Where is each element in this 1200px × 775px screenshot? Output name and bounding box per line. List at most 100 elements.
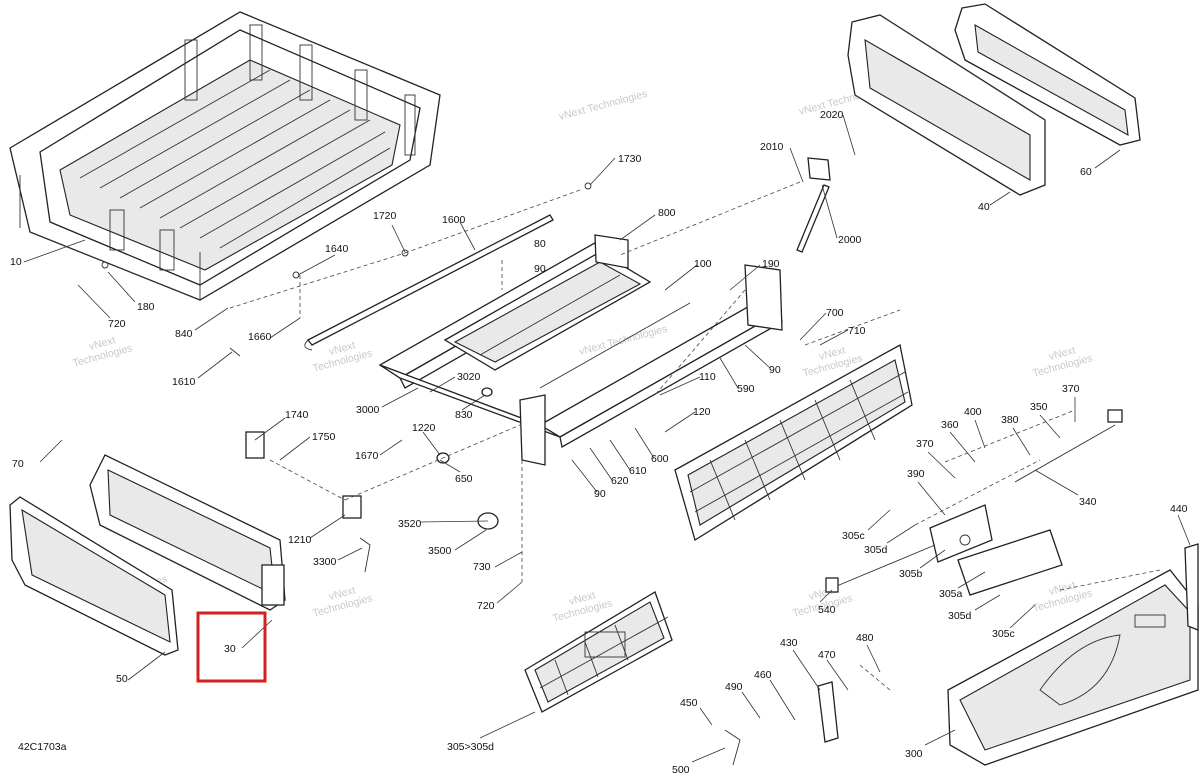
callout-440: 440 (1170, 503, 1188, 515)
callout-60: 60 (1080, 166, 1092, 178)
callout-305a: 305a (939, 588, 963, 600)
callout-1600: 1600 (442, 214, 466, 226)
callout-3520: 3520 (398, 518, 422, 530)
callout-190: 190 (762, 258, 780, 270)
watermark-text: vNext Technologies (558, 88, 649, 123)
callout-490: 490 (725, 681, 743, 693)
watermark-text: vNextTechnologies (548, 586, 613, 625)
callout-1670: 1670 (355, 450, 379, 462)
callout-3300: 3300 (313, 556, 337, 568)
callout-400: 400 (964, 406, 982, 418)
callout-90-b: 90 (769, 364, 781, 376)
callout-305d-a: 305d (864, 544, 888, 556)
callout-370-b: 370 (916, 438, 934, 450)
callout-1730: 1730 (618, 153, 642, 165)
part-2000-strut (796, 157, 831, 253)
part-1600-rod (304, 214, 554, 351)
callout-1740: 1740 (285, 409, 309, 421)
callout-370-a: 370 (1062, 383, 1080, 395)
callout-110: 110 (699, 371, 716, 383)
callout-1210: 1210 (288, 534, 312, 546)
part-300-tailgate-outer (947, 569, 1199, 766)
callout-1660: 1660 (248, 331, 272, 343)
callout-350: 350 (1030, 401, 1048, 413)
callout-830: 830 (455, 409, 473, 421)
callout-1610: 1610 (172, 376, 196, 388)
part-440-bracket (1184, 543, 1199, 631)
callout-620: 620 (611, 475, 629, 487)
callout-3020: 3020 (457, 371, 481, 383)
callout-720-b: 720 (477, 600, 495, 612)
highlight-box-30 (196, 611, 267, 683)
callout-3000: 3000 (356, 404, 380, 416)
callout-70: 70 (12, 458, 24, 470)
callout-300: 300 (905, 748, 923, 760)
callout-180: 180 (137, 301, 155, 313)
callouts: 10 180 720 840 1720 1600 1730 800 80 90 … (10, 109, 1188, 775)
part-10-cargo-box (9, 11, 441, 301)
part-40-side-panel (847, 14, 1046, 196)
callout-305d-b: 305d (948, 610, 972, 622)
callout-1220: 1220 (412, 422, 436, 434)
part-60-side-panel (954, 3, 1141, 146)
callout-800: 800 (658, 207, 676, 219)
callout-40: 40 (978, 201, 990, 213)
watermark-text: vNextTechnologies (308, 581, 373, 620)
callout-430: 430 (780, 637, 798, 649)
callout-500: 500 (672, 764, 690, 775)
small-parts (101, 182, 741, 766)
callout-340: 340 (1079, 496, 1097, 508)
callout-710: 710 (848, 325, 866, 337)
callout-390: 390 (907, 468, 925, 480)
callout-450: 450 (680, 697, 698, 709)
callout-1640: 1640 (325, 243, 349, 255)
callout-720: 720 (108, 318, 126, 330)
callout-470: 470 (818, 649, 836, 661)
callout-2000: 2000 (838, 234, 862, 246)
callout-305-305d: 305>305d (447, 741, 494, 753)
callout-2020: 2020 (820, 109, 844, 121)
part-800-frame (378, 234, 783, 466)
watermark-text: vNextTechnologies (1028, 576, 1093, 615)
callout-540: 540 (818, 604, 836, 616)
callout-460: 460 (754, 669, 772, 681)
callout-1720: 1720 (373, 210, 397, 222)
callout-610: 610 (629, 465, 647, 477)
part-50-side-panel (9, 496, 179, 656)
callout-100: 100 (694, 258, 712, 270)
callout-700: 700 (826, 307, 844, 319)
watermark-text: vNextTechnologies (1028, 341, 1093, 380)
part-30-side-panel (89, 454, 286, 611)
callout-480: 480 (856, 632, 874, 644)
diagram-id: 42C1703a (18, 741, 67, 753)
callout-360: 360 (941, 419, 959, 431)
callout-305b: 305b (899, 568, 923, 580)
callout-50: 50 (116, 673, 128, 685)
part-305-tailgate-panel (524, 591, 673, 713)
callout-590: 590 (737, 383, 755, 395)
part-305-latch-assembly (825, 409, 1123, 596)
callout-3500: 3500 (428, 545, 452, 557)
part-430-latch-arm (817, 681, 839, 743)
callout-90-c: 90 (594, 488, 606, 500)
callout-650: 650 (455, 473, 473, 485)
callout-840: 840 (175, 328, 193, 340)
watermark-text: vNextTechnologies (68, 331, 133, 370)
callout-380: 380 (1001, 414, 1019, 426)
callout-305c-b: 305c (992, 628, 1015, 640)
watermark-text: vNext Technologies (578, 323, 669, 358)
callout-90-a: 90 (534, 263, 546, 275)
callout-1750: 1750 (312, 431, 336, 443)
callout-120: 120 (693, 406, 711, 418)
callout-600: 600 (651, 453, 669, 465)
callout-10: 10 (10, 256, 22, 268)
callout-305c-a: 305c (842, 530, 865, 542)
callout-2010: 2010 (760, 141, 784, 153)
callout-730: 730 (473, 561, 491, 573)
callout-30: 30 (224, 643, 236, 655)
part-700-tailgate-inner (674, 343, 913, 542)
callout-80: 80 (534, 238, 546, 250)
leader-lines (23, 114, 1191, 763)
